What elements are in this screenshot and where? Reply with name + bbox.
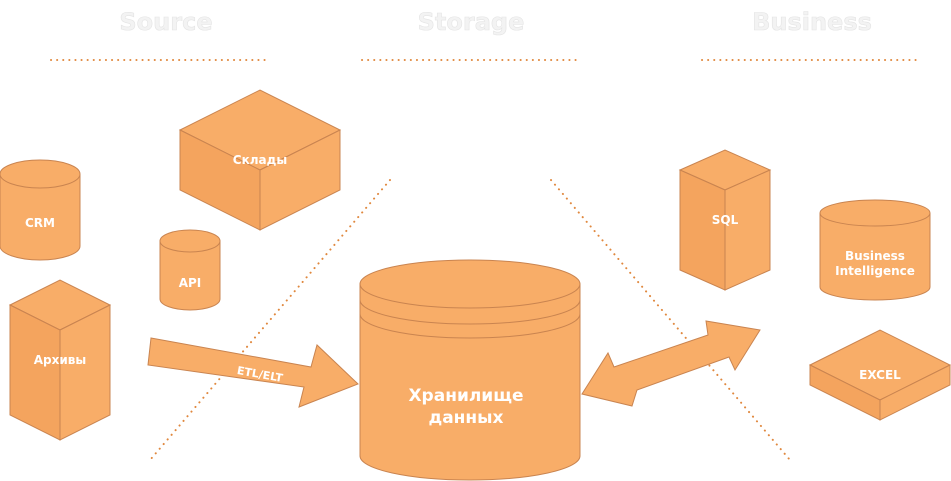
bi-cylinder [819,199,931,301]
etl-arrow [147,337,359,408]
warehouses-cube-right [259,129,341,231]
dotted-diagonal-right [550,179,791,461]
api-cylinder-top [159,229,221,253]
api-cylinder-body [159,241,221,311]
header-storage: Storage [418,8,525,36]
bi-label-line1: Business [845,249,905,263]
bi-cylinder-top [819,199,931,227]
excel-box-right [879,364,951,421]
api-label: API [179,276,202,290]
archives-label: Архивы [34,353,86,367]
storage-label-line1: Хранилище [408,386,523,406]
warehouses-label: Склады [233,153,287,167]
bidirectional-arrow [581,320,761,407]
storage-cylinder [359,259,581,481]
api-cylinder [159,229,221,311]
sql-label: SQL [712,213,739,227]
dotted-diagonal-left [149,179,391,461]
bi-cylinder-body [819,213,931,301]
header-business: Business [752,8,872,36]
crm-label: CRM [25,216,55,230]
storage-cylinder-body [359,284,581,481]
excel-label: EXCEL [859,368,901,382]
crm-cylinder-body [0,174,81,261]
warehouses-cube [178,89,342,231]
sql-box [678,149,772,291]
crm-cylinder [0,159,81,261]
archives-box-right [59,304,111,441]
storage-cylinder-top [359,259,581,309]
storage-cylinder-ring-1 [359,299,581,325]
excel-box [808,329,951,421]
sql-box-right [724,169,771,291]
sql-box-left [679,169,726,291]
storage-label-line2: данных [428,408,503,428]
archives-box [8,279,112,441]
crm-cylinder-top [0,159,81,189]
header-source: Source [119,8,212,36]
storage-cylinder-ring-2 [359,313,581,339]
bi-label-line2: Intelligence [835,264,915,278]
